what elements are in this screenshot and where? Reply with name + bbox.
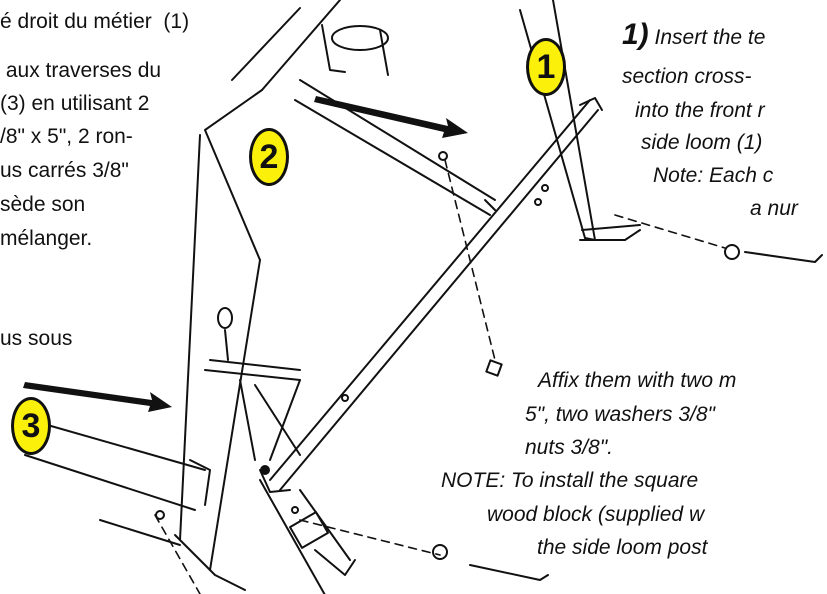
bolt-right <box>724 244 823 263</box>
english-line: wood block (supplied w <box>487 503 705 526</box>
treadle-mechanism <box>204 307 301 461</box>
french-line: (3) en utilisant 2 <box>0 92 150 115</box>
english-line: 5", two washers 3/8" <box>525 403 715 426</box>
front-loom-post <box>259 479 356 594</box>
english-step-heading: 1) Insert the te <box>622 20 766 51</box>
english-line: NOTE: To install the square <box>441 469 699 492</box>
english-line: Insert the te <box>654 26 766 49</box>
bolt-bottom <box>432 544 549 581</box>
square-nut <box>485 359 503 377</box>
bolt-guide-lines <box>154 159 726 594</box>
side-board <box>174 89 263 591</box>
english-line: nuts 3/8". <box>525 436 614 459</box>
english-line: Note: Each c <box>653 164 774 187</box>
french-line: us carrés 3/8" <box>0 159 129 182</box>
badge-3: 3 <box>11 397 51 455</box>
badge-1: 1 <box>526 38 566 96</box>
top-clamp <box>321 24 389 76</box>
french-line: mélanger. <box>0 227 93 250</box>
french-instructions: é droit du métier (1) aux traverses du (… <box>0 0 189 350</box>
middle-rail <box>259 97 603 493</box>
english-line: section cross- <box>622 65 752 88</box>
french-line: aux traverses du <box>0 59 162 82</box>
french-line: /8" x 5", 2 ron- <box>0 125 133 148</box>
lower-rail <box>24 419 211 546</box>
english-line: Affix them with two m <box>538 369 737 392</box>
french-line: é droit du métier (1) <box>0 10 190 33</box>
english-line: the side loom post <box>537 536 708 559</box>
step-number: 1) <box>622 18 649 51</box>
french-line: us sous <box>0 327 73 350</box>
english-line: a nur <box>750 197 798 220</box>
badge-2: 2 <box>249 128 289 186</box>
french-line: sède son <box>0 193 86 216</box>
english-line: into the front r <box>635 99 765 122</box>
english-line: side loom (1) <box>641 131 763 154</box>
insertion-arrows <box>23 96 468 412</box>
